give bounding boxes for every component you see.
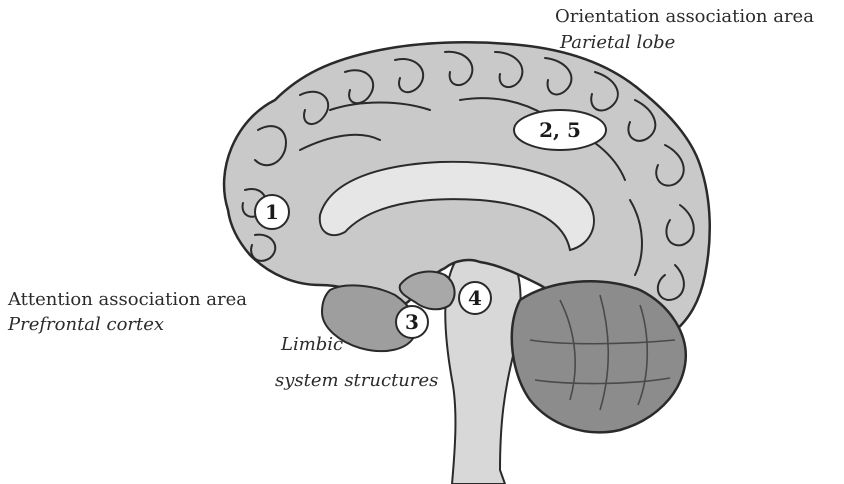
cerebellum	[512, 281, 686, 432]
marker-1: 1	[255, 195, 289, 229]
hippocampus	[400, 272, 455, 310]
marker-4: 4	[459, 282, 491, 314]
svg-text:1: 1	[265, 200, 279, 224]
marker-2-5: 2, 5	[514, 110, 606, 150]
svg-text:4: 4	[468, 286, 482, 310]
svg-text:3: 3	[405, 310, 419, 334]
svg-text:2, 5: 2, 5	[539, 118, 581, 142]
marker-3: 3	[396, 306, 428, 338]
